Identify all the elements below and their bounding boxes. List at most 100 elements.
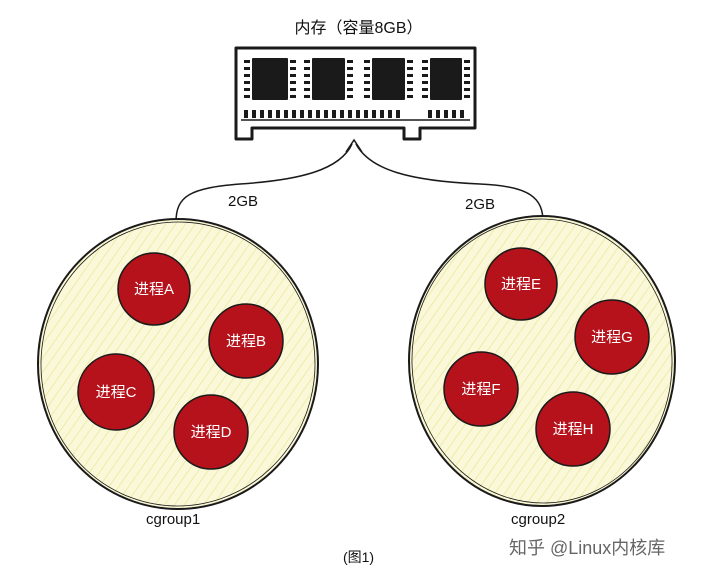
memory-pin	[407, 81, 413, 84]
allocation-label-left: 2GB	[228, 193, 259, 210]
process-label: 进程F	[461, 381, 500, 398]
memory-pin	[290, 67, 296, 70]
process-label: 进程A	[134, 281, 174, 298]
memory-contact	[428, 110, 432, 118]
process-node: 进程C	[77, 353, 155, 431]
memory-contact	[364, 110, 368, 118]
memory-chip	[312, 58, 345, 100]
memory-chip	[430, 58, 462, 100]
memory-contact	[340, 110, 344, 118]
memory-pin	[304, 67, 310, 70]
process-label: 进程B	[226, 333, 266, 350]
allocation-label-right: 2GB	[465, 196, 496, 213]
memory-title: 内存（容量8GB）	[294, 20, 423, 37]
memory-contact	[436, 110, 440, 118]
memory-pin	[304, 95, 310, 98]
memory-pin	[464, 88, 470, 91]
memory-pin	[422, 88, 428, 91]
memory-pin	[364, 60, 370, 63]
memory-pin	[422, 81, 428, 84]
memory-pin	[464, 95, 470, 98]
memory-pin	[407, 74, 413, 77]
memory-contact	[284, 110, 288, 118]
memory-pin	[347, 88, 353, 91]
process-circle	[173, 394, 249, 470]
memory-pin	[464, 60, 470, 63]
memory-pin	[347, 95, 353, 98]
memory-contact	[460, 110, 464, 118]
figure-caption: (图1)	[342, 549, 375, 565]
memory-contact	[324, 110, 328, 118]
memory-chip	[372, 58, 405, 100]
memory-contact	[348, 110, 352, 118]
process-circle	[208, 303, 284, 379]
memory-pin	[290, 95, 296, 98]
memory-pin	[464, 67, 470, 70]
memory-contact	[396, 110, 400, 118]
memory-contact	[332, 110, 336, 118]
memory-contact	[300, 110, 304, 118]
memory-pin	[304, 74, 310, 77]
memory-pin	[304, 81, 310, 84]
process-label: 进程C	[96, 384, 137, 401]
memory-contact	[292, 110, 296, 118]
memory-pin	[364, 67, 370, 70]
process-label: 进程H	[553, 421, 594, 438]
memory-pin	[244, 81, 250, 84]
process-circle	[535, 391, 611, 467]
memory-contact	[444, 110, 448, 118]
memory-pin	[364, 88, 370, 91]
memory-pin	[244, 88, 250, 91]
memory-contact	[372, 110, 376, 118]
memory-pin	[407, 67, 413, 70]
memory-contact	[388, 110, 392, 118]
memory-contact	[452, 110, 456, 118]
memory-contact	[252, 110, 256, 118]
cgroup1-label: cgroup1	[146, 511, 201, 528]
memory-pin	[422, 60, 428, 63]
process-node: 进程H	[535, 391, 611, 467]
memory-contact	[268, 110, 272, 118]
cgroup1-circle	[37, 218, 319, 510]
process-circle	[77, 353, 155, 431]
memory-contact	[276, 110, 280, 118]
process-node: 进程E	[484, 247, 558, 321]
memory-pin	[364, 95, 370, 98]
memory-pin	[290, 60, 296, 63]
memory-chips	[252, 58, 462, 100]
memory-pin	[290, 81, 296, 84]
process-circle	[574, 299, 650, 375]
process-node: 进程F	[443, 351, 519, 427]
memory-pin	[347, 67, 353, 70]
memory-pins	[244, 60, 470, 118]
memory-pin	[290, 88, 296, 91]
allocation-connectors	[175, 138, 544, 223]
memory-contact	[308, 110, 312, 118]
memory-pin	[464, 74, 470, 77]
memory-contact	[244, 110, 248, 118]
process-circle	[443, 351, 519, 427]
memory-pin	[464, 81, 470, 84]
memory-pin	[422, 67, 428, 70]
process-circle	[117, 252, 191, 326]
memory-contact	[260, 110, 264, 118]
memory-pin	[347, 74, 353, 77]
memory-contact	[316, 110, 320, 118]
memory-pin	[407, 60, 413, 63]
memory-pin	[244, 95, 250, 98]
watermark: 知乎 @Linux内核库	[509, 538, 666, 558]
memory-pin	[304, 60, 310, 63]
memory-pin	[364, 81, 370, 84]
process-node: 进程D	[173, 394, 249, 470]
memory-contact	[356, 110, 360, 118]
memory-pin	[407, 88, 413, 91]
memory-pin	[304, 88, 310, 91]
memory-pin	[244, 60, 250, 63]
process-node: 进程A	[117, 252, 191, 326]
memory-pin	[290, 74, 296, 77]
memory-pin	[347, 81, 353, 84]
connector-left	[175, 143, 353, 223]
cgroup2-label: cgroup2	[511, 511, 566, 528]
